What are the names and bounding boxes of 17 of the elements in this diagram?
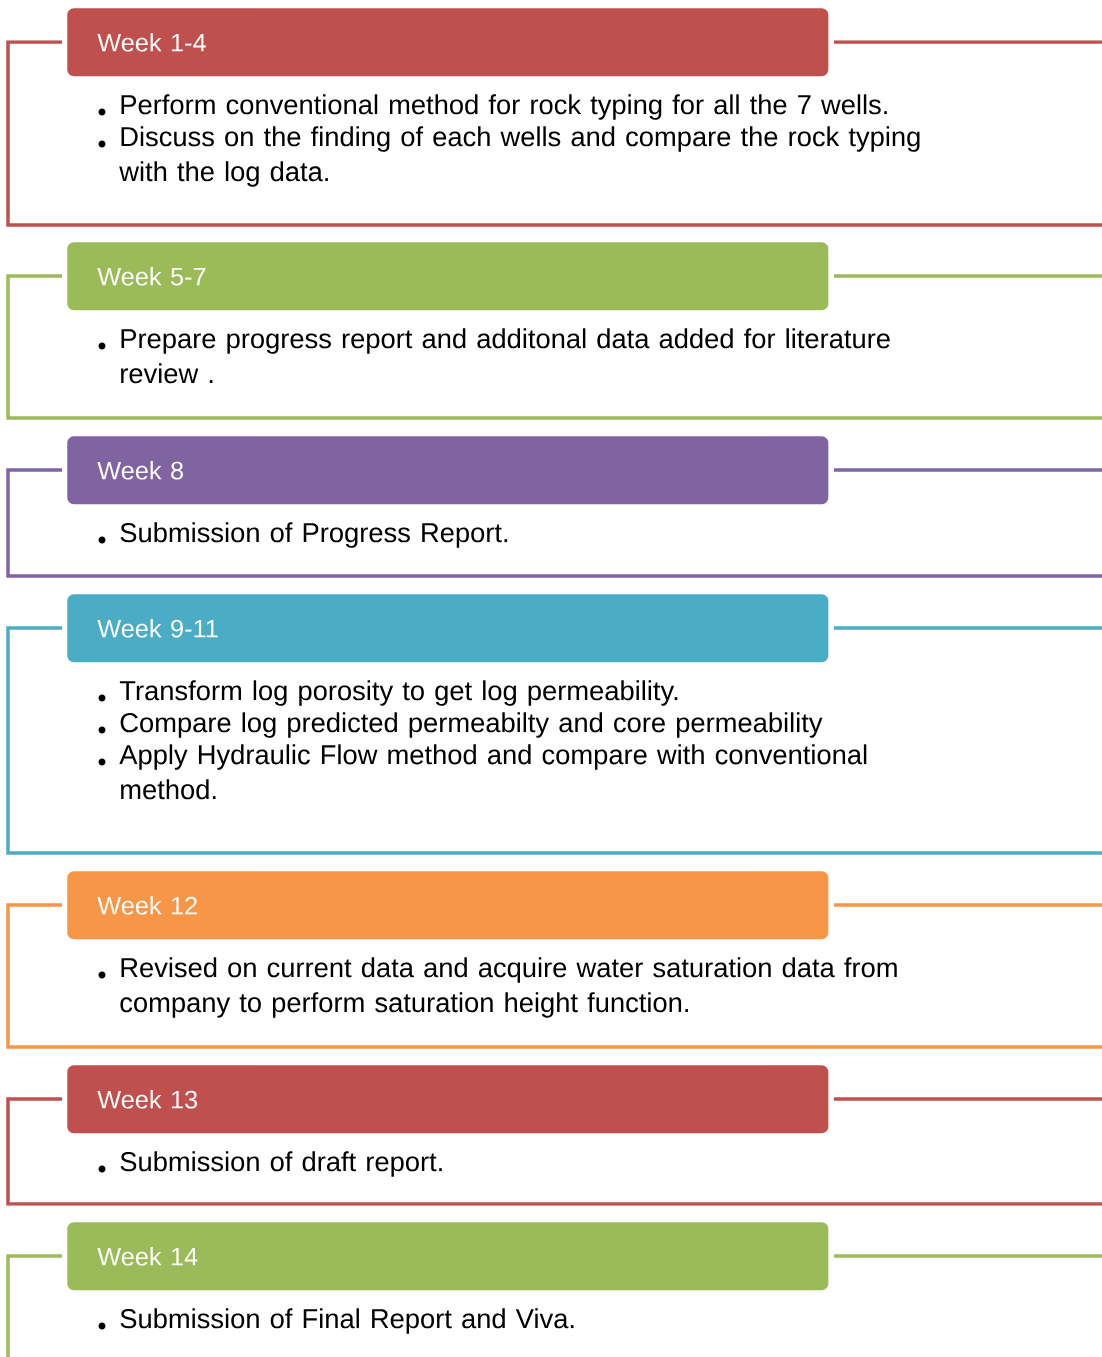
week-header: Week 1-4 [67, 8, 829, 77]
bullet-point: Submission of Progress Report. [120, 522, 508, 548]
bullet-point: Submission of draft report. [120, 1151, 442, 1177]
week-header: Week 14 [67, 1222, 829, 1291]
bullet-point: Prepare progress report and additonal data added for literature review . [121, 328, 890, 384]
bullet-point: Transform log porosity to get log permeability. [119, 680, 678, 706]
week-header: Week 9-11 [67, 594, 829, 663]
week-header: Week 12 [67, 871, 829, 940]
bullet-point: Compare log predicted permeabilty and core permeability [120, 712, 823, 738]
bullet-point: Revised on current data and acquire water saturation data from company to perform saturation height function. [120, 957, 897, 1018]
bullet-point: Discuss on the finding of each wells and compare the rock typing with the log data. [119, 126, 920, 187]
bullet-point: Perform conventional method for rock typing for all the 7 wells. [121, 94, 887, 120]
week-header: Week 13 [67, 1065, 829, 1134]
bullet-point: Apply Hydraulic Flow method and compare with conventional method. [119, 744, 867, 800]
week-header: Week 5-7 [67, 242, 829, 311]
bullet-point: Submission of Final Report and Viva. [120, 1308, 574, 1334]
week-header: Week 8 [67, 436, 829, 505]
